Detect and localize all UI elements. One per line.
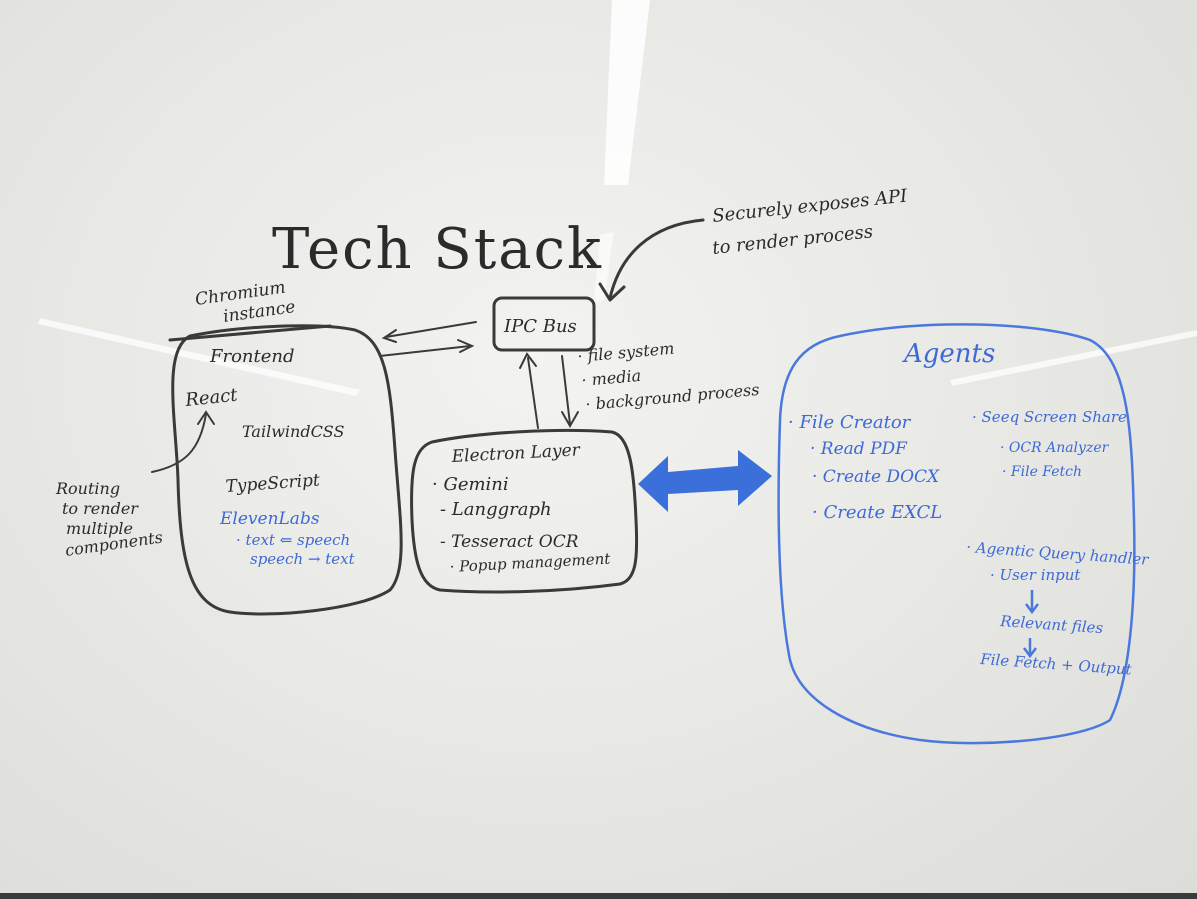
agent-relevant-files: Relevant files — [999, 612, 1104, 637]
ipc-bus-box — [492, 296, 596, 352]
agent-file-creator: · File Creator — [788, 412, 912, 433]
chromium-underline — [168, 324, 332, 342]
annotation-arrow-head — [598, 282, 626, 302]
frontend-to-ipc-arrow — [379, 345, 471, 357]
agent-user-input: · User input — [990, 566, 1081, 584]
routing-note-line2: to render — [62, 499, 139, 518]
ipc-to-electron-arrow — [561, 355, 571, 425]
ceiling-light-reflection — [38, 318, 360, 396]
frontend-to-ipc-arrow-head — [457, 339, 475, 353]
electron-to-ipc-arrow — [527, 357, 539, 429]
elevenlabs-label: ElevenLabs — [219, 509, 320, 529]
agent-file-fetch-output: File Fetch + Output — [979, 650, 1133, 679]
ipc-item-media: · media — [581, 366, 642, 390]
ipc-annotation-line2: to render process — [711, 221, 874, 259]
ipc-annotation-line1: Securely exposes API — [711, 186, 909, 227]
electron-to-ipc-arrow-head — [519, 352, 537, 369]
speech-to-text-label: speech → text — [250, 550, 356, 568]
ipc-to-electron-arrow-head — [561, 411, 579, 429]
frontend-heading: Frontend — [209, 346, 295, 367]
frontend-box — [171, 324, 403, 616]
electron-layer-heading: Electron Layer — [450, 440, 581, 467]
routing-note-line1: Routing — [55, 479, 120, 498]
page-title: Tech Stack — [272, 217, 603, 282]
agent-create-excl: · Create EXCL — [812, 502, 942, 523]
ipc-to-frontend-arrow — [385, 321, 477, 338]
routing-arrow — [151, 413, 207, 473]
agent-seeq-screen-share: · Seeq Screen Share — [972, 408, 1127, 426]
electron-item-tesseract: - Tesseract OCR — [440, 532, 579, 552]
text-to-speech-label: · text ⇐ speech — [236, 531, 350, 549]
react-label: React — [183, 385, 239, 412]
electron-item-popup: · Popup management — [449, 550, 611, 576]
agent-ocr-analyzer: · OCR Analyzer — [1000, 440, 1110, 456]
agent-read-pdf: · Read PDF — [810, 439, 908, 459]
typescript-label: TypeScript — [225, 470, 321, 497]
electron-agents-bidirectional-arrow — [638, 450, 772, 512]
ipc-to-frontend-arrow-head — [381, 329, 397, 343]
ipc-item-file-system: · file system — [577, 339, 675, 366]
ceiling-light-reflection — [950, 330, 1197, 386]
relevant-files-arrow — [1023, 638, 1037, 659]
routing-arrow-head — [197, 410, 215, 425]
electron-item-langgraph: - Langgraph — [440, 499, 552, 520]
ceiling-light-reflection — [604, 0, 650, 185]
ipc-bus-label: IPC Bus — [503, 316, 577, 337]
electron-item-gemini: · Gemini — [432, 474, 509, 495]
user-input-arrow — [1025, 590, 1039, 615]
routing-note-line3: multiple — [66, 519, 133, 538]
agent-create-docx: · Create DOCX — [812, 467, 940, 487]
board-bottom-edge — [0, 893, 1197, 899]
agent-file-fetch: · File Fetch — [1002, 464, 1082, 480]
agents-bubble — [777, 323, 1136, 745]
annotation-arrow — [608, 218, 705, 300]
agent-query-handler: · Agentic Query handler — [966, 538, 1150, 569]
electron-layer-box — [410, 428, 639, 594]
tailwind-label: TailwindCSS — [242, 422, 344, 441]
agents-heading: Agents — [902, 339, 995, 369]
